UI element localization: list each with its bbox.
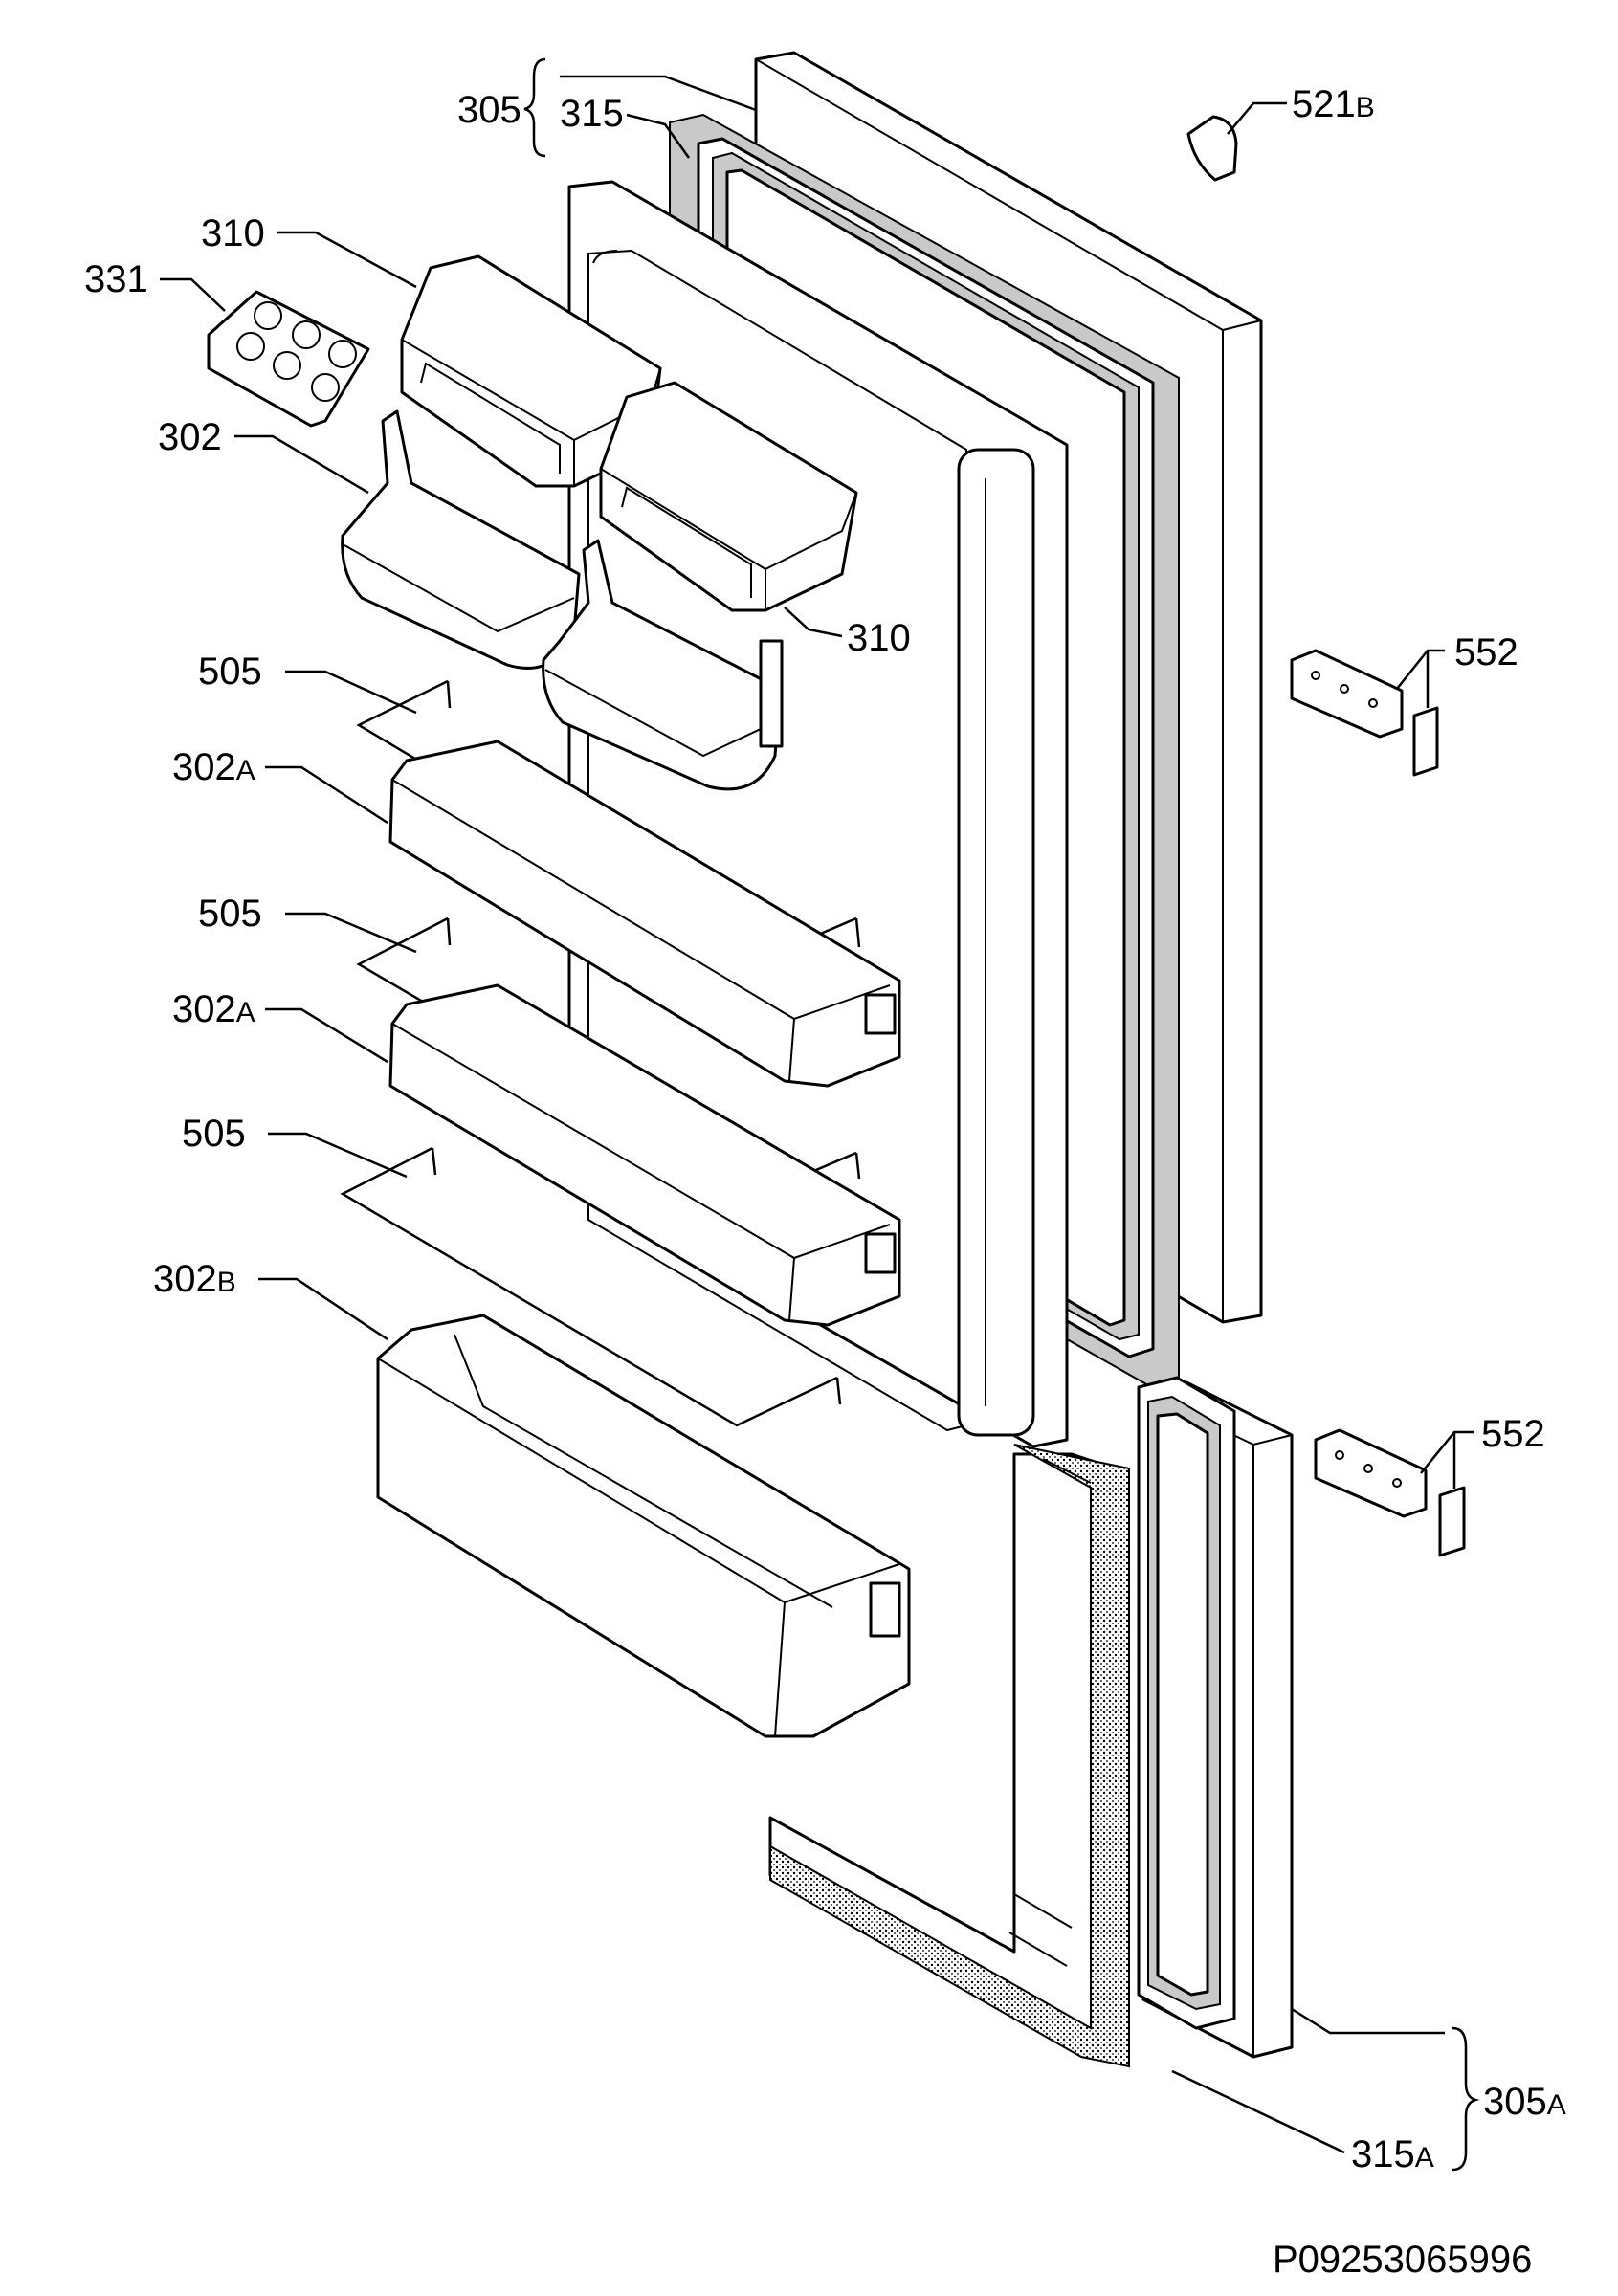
knob-521b: [1186, 115, 1238, 182]
callout-305: 305: [457, 89, 521, 131]
leader-lines: [160, 57, 1480, 2172]
bottle-shelf-302b: [376, 1314, 911, 1738]
callout-331: 331: [84, 258, 148, 300]
half-shelf-right: [542, 539, 784, 791]
callout-552-bottom: 552: [1481, 1413, 1545, 1455]
drawing-number: P09253065996: [1273, 2239, 1532, 2281]
lower-door-gasket: [1137, 1376, 1236, 2030]
door-shelf-302a-top: [388, 740, 901, 1088]
lower-door-liner: [768, 1444, 1130, 2068]
callout-521b: 521B: [1292, 83, 1375, 125]
callout-505-3: 505: [182, 1113, 246, 1155]
dairy-box-right: [599, 381, 858, 612]
callout-305a: 305A: [1483, 2081, 1566, 2123]
door-shelf-302a-bottom: [388, 983, 901, 1327]
callout-310-top: 310: [201, 212, 265, 254]
callout-302a-2: 302A: [172, 988, 255, 1030]
bar-505-bottom: [340, 1146, 842, 1427]
hinge-552-top: [1290, 649, 1439, 777]
hinge-552-bottom: [1314, 1428, 1466, 1557]
egg-tray: [207, 290, 370, 428]
callout-302b: 302B: [153, 1258, 236, 1300]
callout-552-top: 552: [1454, 631, 1518, 673]
callout-310-right: 310: [847, 617, 911, 659]
callout-505-2: 505: [198, 893, 262, 935]
callout-302a-1: 302A: [172, 746, 255, 788]
callout-505-1: 505: [198, 651, 262, 693]
callout-315a: 315A: [1351, 2133, 1434, 2175]
callout-302: 302: [158, 416, 222, 458]
callout-315: 315: [560, 93, 624, 135]
half-shelf-left: [341, 409, 581, 670]
